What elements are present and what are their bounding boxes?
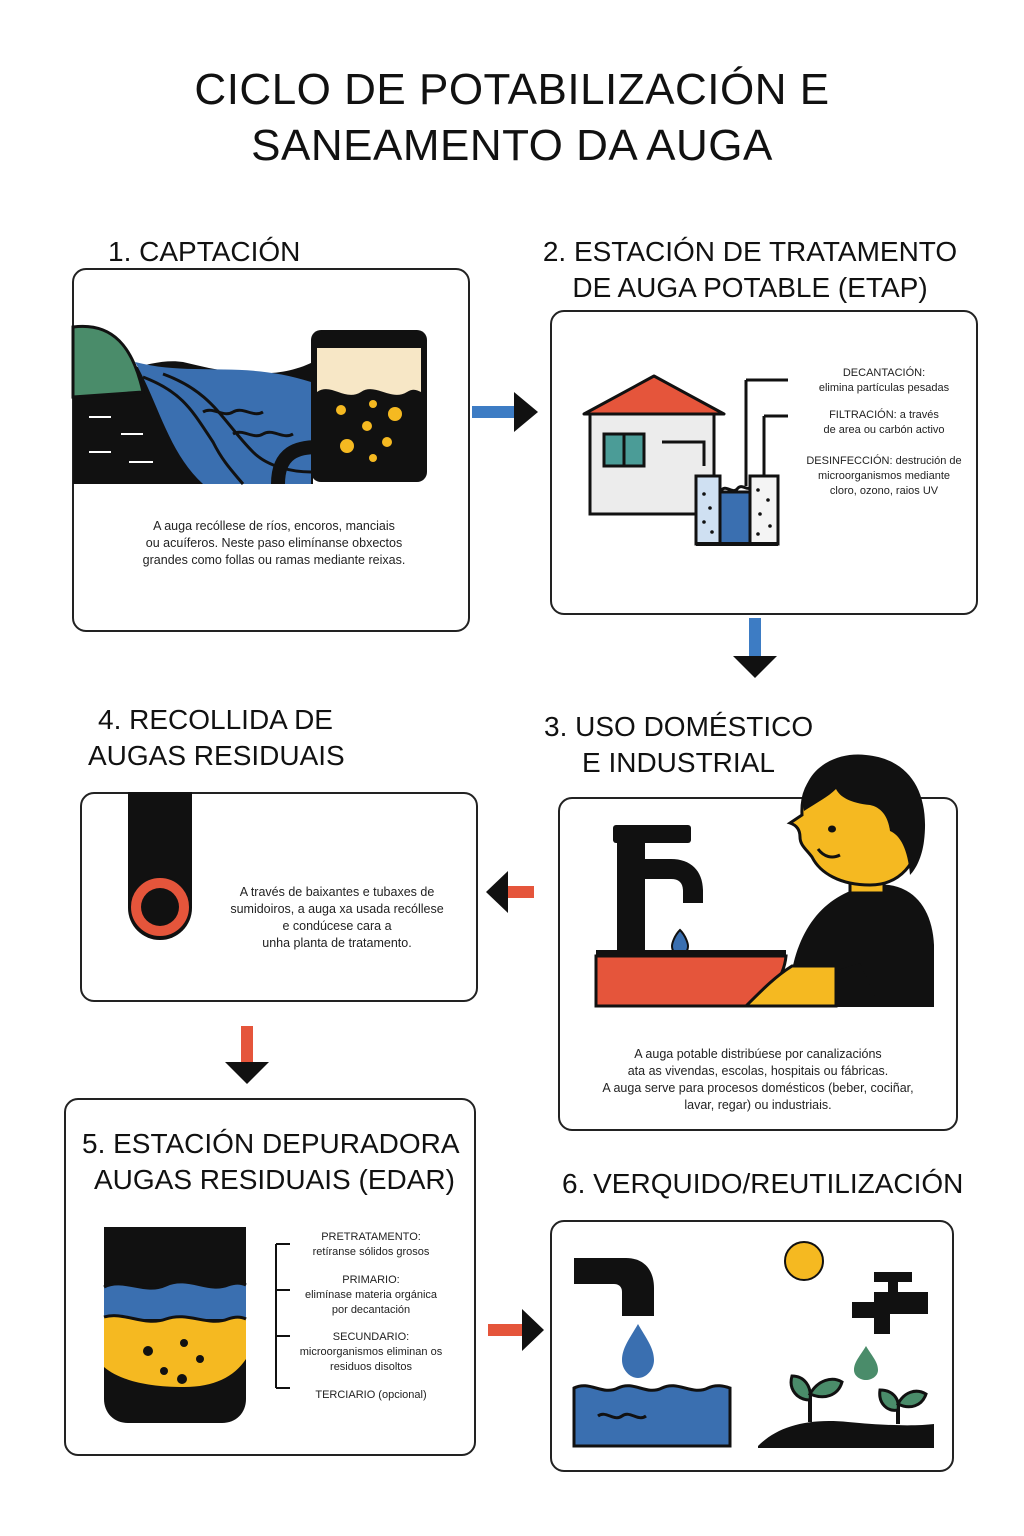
stage-bracket — [275, 1243, 290, 1389]
step2-title: 2. ESTACIÓN DE TRATAMENTO DE AUGA POTABL… — [540, 234, 960, 306]
step3-title: 3. USO DOMÉSTICO E INDUSTRIAL — [544, 709, 813, 781]
step3-desc-line: A auga potable distribúese por canalizac… — [634, 1047, 882, 1061]
step5-note-line: PRIMARIO: — [342, 1274, 400, 1286]
step5-note-line: TERCIARIO (opcional) — [315, 1389, 427, 1401]
arrow-step1-to-step2 — [472, 392, 538, 432]
step4-description: A través de baixantes e tubaxes de sumid… — [204, 884, 470, 952]
title-line-1: CICLO DE POTABILIZACIÓN E — [194, 65, 830, 114]
arrow-step4-to-step5 — [225, 1026, 269, 1084]
plants-icon — [758, 1374, 934, 1448]
step4-desc-line: unha planta de tratamento. — [262, 936, 412, 950]
step5-note-line: PRETRATAMENTO: — [321, 1231, 421, 1243]
step5-note-line: elimínase materia orgánica — [304, 1289, 438, 1301]
step5-title: 5. ESTACIÓN DEPURADORA AUGAS RESIDUAIS (… — [82, 1126, 460, 1198]
step5-note-tertiary: TERCIARIO (opcional) — [286, 1388, 456, 1403]
treatment-tank-icon — [103, 1227, 247, 1423]
step5-note-line: residuos disoltos — [330, 1361, 412, 1373]
step3-desc-line: A auga serve para procesos domésticos (b… — [602, 1081, 914, 1095]
step4-title: 4. RECOLLIDA DE AUGAS RESIDUAIS — [88, 702, 345, 774]
step4-desc-line: A través de baixantes e tubaxes de — [239, 885, 435, 899]
step5-note-secondary: SECUNDARIO: microorganismos eliminan os … — [286, 1330, 456, 1375]
step5-note-pretreatment: PRETRATAMENTO: retíranse sólidos grosos — [286, 1230, 456, 1260]
step2-note-line: FILTRACIÓN: a través — [829, 409, 939, 421]
step1-desc-line: A auga recóllese de ríos, encoros, manci… — [153, 519, 395, 533]
step3-desc-line: ata as vivendas, escolas, hospitais ou f… — [627, 1064, 889, 1078]
arrow-step3-to-step4 — [486, 871, 534, 913]
title-line-2: SANEAMENTO DA AUGA — [251, 121, 773, 170]
step2-note-line: microorganismos mediante — [817, 470, 951, 482]
pipe-discharge-icon — [572, 1258, 732, 1448]
step2-note-decantation: DECANTACIÓN: elimina partículas pesadas — [798, 366, 970, 396]
step5-note-line: SECUNDARIO: — [332, 1331, 410, 1343]
sun-icon — [784, 1241, 824, 1281]
step3-desc-line: lavar, regar) ou industriais. — [684, 1098, 832, 1112]
step1-title: 1. CAPTACIÓN — [108, 234, 300, 270]
step4-title-line: AUGAS RESIDUAIS — [88, 740, 345, 771]
step1-title-text: 1. CAPTACIÓN — [108, 236, 301, 267]
step3-description: A auga potable distribúese por canalizac… — [560, 1046, 956, 1114]
step5-title-line: AUGAS RESIDUAIS (EDAR) — [94, 1164, 455, 1195]
irrigation-tap-icon — [852, 1272, 928, 1380]
step6-title-text: 6. VERQUIDO/REUTILIZACIÓN — [562, 1168, 964, 1199]
step4-desc-line: sumidoiros, a auga xa usada recóllese — [230, 902, 444, 916]
treatment-house-icon — [582, 374, 726, 516]
step5-title-line: 5. ESTACIÓN DEPURADORA — [82, 1128, 460, 1159]
step5-note-line: microorganismos eliminan os — [299, 1346, 443, 1358]
arrow-step2-to-step3 — [733, 618, 777, 678]
sink-icon — [594, 928, 838, 1008]
step5-note-line: retíranse sólidos grosos — [312, 1246, 430, 1258]
step4-title-line: 4. RECOLLIDA DE — [98, 704, 333, 735]
step1-desc-line: grandes como follas ou ramas mediante re… — [142, 553, 406, 567]
step2-title-line: 2. ESTACIÓN DE TRATAMENTO — [542, 236, 958, 267]
step2-note-line: cloro, ozono, raios UV — [829, 485, 939, 497]
step5-note-line: por decantación — [331, 1304, 411, 1316]
river-icon — [71, 324, 319, 485]
filter-tanks-icon — [694, 378, 788, 546]
faucet-icon — [613, 825, 703, 951]
step4-desc-line: e condúcese cara a — [282, 919, 392, 933]
step2-note-line: DECANTACIÓN: — [842, 367, 926, 379]
step2-note-filtration: FILTRACIÓN: a través de area ou carbón a… — [798, 408, 970, 438]
step2-note-line: elimina partículas pesadas — [818, 382, 950, 394]
step1-description: A auga recóllese de ríos, encoros, manci… — [84, 518, 464, 569]
step6-title: 6. VERQUIDO/REUTILIZACIÓN — [562, 1166, 963, 1202]
step3-title-line: E INDUSTRIAL — [582, 747, 775, 778]
step2-note-line: de area ou carbón activo — [823, 424, 945, 436]
step2-note-disinfection: DESINFECCIÓN: destrución de microorganis… — [792, 454, 976, 499]
step1-desc-line: ou acuíferos. Neste paso elimínanse obxe… — [145, 536, 403, 550]
step2-title-line: DE AUGA POTABLE (ETAP) — [572, 272, 928, 303]
page-title: CICLO DE POTABILIZACIÓN E SANEAMENTO DA … — [0, 62, 1024, 174]
arrow-step5-to-step6 — [488, 1309, 544, 1351]
step3-title-line: 3. USO DOMÉSTICO — [544, 711, 814, 742]
step2-note-line: DESINFECCIÓN: destrución de — [806, 455, 962, 467]
step5-note-primary: PRIMARIO: elimínase materia orgánica por… — [286, 1273, 456, 1318]
intake-tank-icon — [311, 330, 427, 482]
sewer-pipe-icon — [128, 792, 192, 940]
